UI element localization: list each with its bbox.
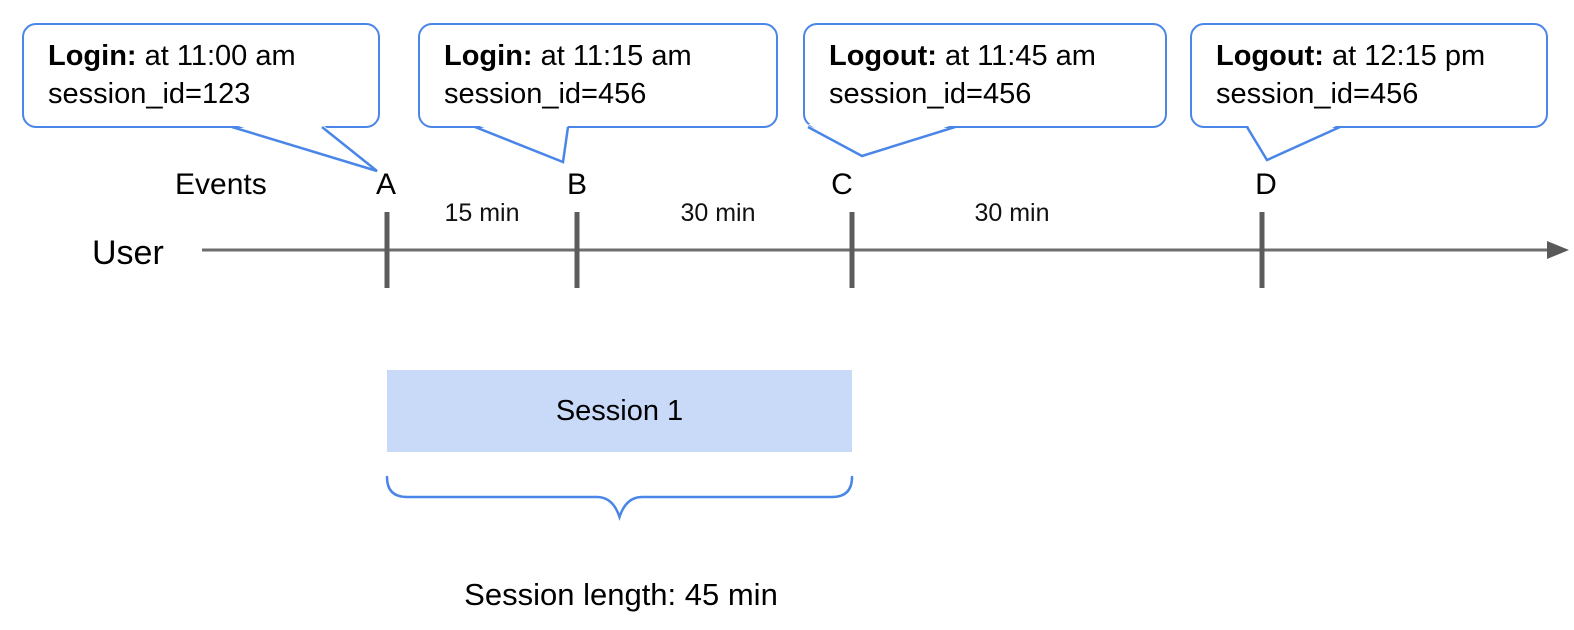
arrowhead-icon (1547, 241, 1569, 259)
callout-line2: session_id=456 (1216, 78, 1419, 110)
callout-login-b: Login: at 11:15 am session_id=456 (418, 23, 778, 128)
callout-line1: Login: at 11:00 am (48, 37, 378, 75)
callout-login-a: Login: at 11:00 am session_id=123 (22, 23, 380, 128)
event-type: Logout: (1216, 40, 1324, 72)
event-marker-a: A (375, 168, 397, 201)
events-label: Events (175, 168, 267, 201)
callout-tail-a (231, 124, 378, 173)
callout-tail-d (1245, 124, 1341, 162)
user-label: User (92, 234, 164, 272)
event-time: at 11:15 am (532, 40, 692, 72)
tick-d (1259, 212, 1265, 288)
interval-label-cd: 30 min (974, 199, 1050, 227)
callout-line1: Login: at 11:15 am (444, 37, 776, 75)
event-marker-c: C (831, 168, 853, 201)
interval-label-ab: 15 min (444, 199, 520, 227)
event-marker-d: D (1255, 168, 1277, 201)
callout-line1: Logout: at 12:15 pm (1216, 37, 1546, 75)
timeline-axis (202, 241, 1569, 259)
interval-label-bc: 30 min (680, 199, 756, 227)
event-time: at 11:00 am (136, 40, 296, 72)
callout-tail-c (807, 124, 956, 158)
tick-c (849, 212, 855, 288)
session-length-label: Session length: 45 min (464, 577, 778, 612)
event-type: Login: (48, 40, 137, 72)
callout-line2: session_id=123 (48, 78, 251, 110)
event-time: at 11:45 am (936, 40, 1096, 72)
session-brace (385, 475, 854, 522)
tick-a (384, 212, 390, 288)
callout-line2: session_id=456 (829, 78, 1032, 110)
session-1-label: Session 1 (555, 394, 684, 427)
event-marker-b: B (566, 168, 588, 201)
event-time: at 12:15 pm (1323, 40, 1486, 72)
tick-b (574, 212, 580, 288)
callout-line1: Logout: at 11:45 am (829, 37, 1165, 75)
callout-logout-c: Logout: at 11:45 am session_id=456 (803, 23, 1167, 128)
session-1-box: Session 1 (387, 370, 852, 452)
callout-tail-b (474, 124, 570, 164)
callout-logout-d: Logout: at 12:15 pm session_id=456 (1190, 23, 1548, 128)
event-type: Login: (444, 40, 533, 72)
callout-line2: session_id=456 (444, 78, 647, 110)
event-type: Logout: (829, 40, 937, 72)
